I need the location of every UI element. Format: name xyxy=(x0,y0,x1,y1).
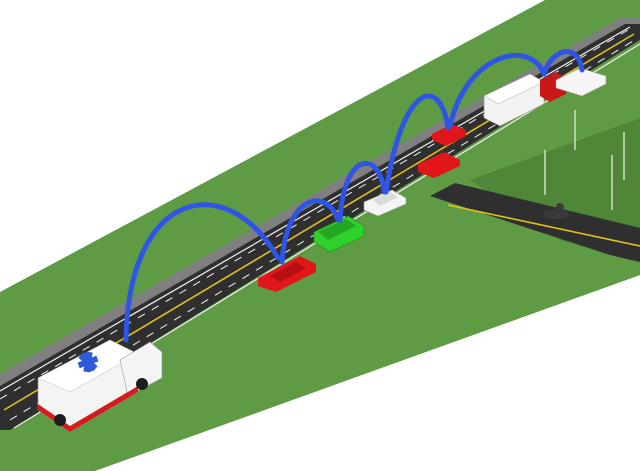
green-car xyxy=(313,215,365,253)
communication-arc xyxy=(383,93,451,195)
communication-arc xyxy=(337,160,387,223)
ambulance-wheel xyxy=(136,378,148,390)
communication-arcs xyxy=(123,49,585,343)
white-car-1 xyxy=(363,189,407,217)
red-car-3 xyxy=(432,124,466,146)
communication-arc xyxy=(279,198,341,265)
ambulance-cab xyxy=(119,341,163,397)
red-car-1 xyxy=(258,256,316,292)
trees xyxy=(544,110,625,210)
star-of-life-icon xyxy=(77,351,99,373)
red-car-2 xyxy=(418,152,460,178)
side-road xyxy=(430,183,640,262)
communication-arc xyxy=(541,49,585,77)
side-road-center-line xyxy=(447,204,640,247)
ambulance xyxy=(37,339,163,433)
communication-arc xyxy=(123,202,281,343)
communication-arc xyxy=(447,53,547,129)
motorcycle xyxy=(543,203,569,219)
ambulance-wheel xyxy=(54,414,66,426)
